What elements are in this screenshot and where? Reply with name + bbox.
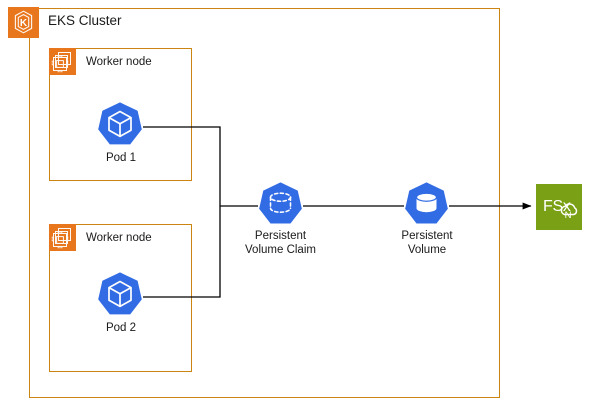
pvc-label-line-2: Volume Claim xyxy=(245,244,316,257)
pod-2-label: Pod 2 xyxy=(105,322,137,334)
pvc-label-line-1: Persistent xyxy=(254,230,307,242)
eks-icon: K xyxy=(8,7,39,38)
fsx-for-netapp-ontap-icon: FSx N xyxy=(536,184,582,230)
kubernetes-persistent-volume-claim-icon xyxy=(257,180,304,227)
pv-label-line-2: Volume xyxy=(407,244,447,257)
worker-node-2-boundary xyxy=(49,224,192,372)
pv-label-line-1: Persistent xyxy=(401,230,453,242)
worker-node-2-label: Worker node xyxy=(86,232,152,244)
worker-node-1-label: Worker node xyxy=(86,56,152,68)
eks-cluster-label: EKS Cluster xyxy=(48,13,122,28)
kubernetes-pod-icon xyxy=(96,270,144,318)
ec2-instance-icon xyxy=(49,224,76,251)
eks-cluster-boundary xyxy=(29,8,500,398)
kubernetes-persistent-volume-icon xyxy=(403,180,450,227)
worker-node-1-boundary xyxy=(49,48,192,181)
svg-text:N: N xyxy=(565,210,572,221)
pod-1-label: Pod 1 xyxy=(105,152,137,164)
svg-text:FSx: FSx xyxy=(543,198,571,215)
ec2-instance-icon xyxy=(49,48,76,75)
kubernetes-pod-icon xyxy=(96,100,144,148)
svg-text:K: K xyxy=(20,18,28,29)
